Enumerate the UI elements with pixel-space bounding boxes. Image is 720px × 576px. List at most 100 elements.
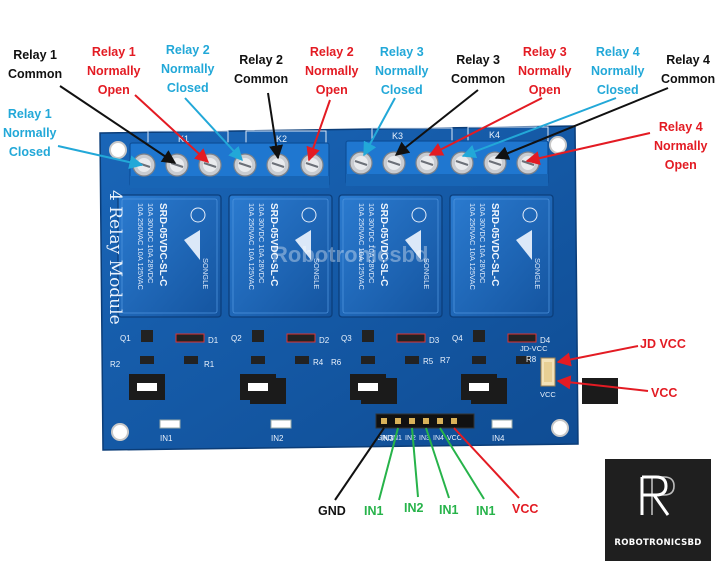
led — [491, 419, 513, 429]
transistor — [473, 330, 485, 342]
screw-slot — [238, 162, 252, 168]
relay-model: SRD-05VDC-SL-C — [268, 203, 279, 286]
relay-bevel — [453, 198, 550, 314]
pin-label: GND — [377, 435, 393, 442]
leader-line — [425, 427, 450, 499]
resistor-b — [295, 356, 309, 364]
relay-rating-2: 10A 30VDC 10A 28VDC — [367, 203, 376, 284]
jd-vcc-jumper — [540, 357, 556, 387]
leader-line — [428, 97, 543, 156]
k2-label: K2 — [276, 134, 287, 144]
leader-line — [461, 97, 617, 159]
leader-lines — [57, 85, 669, 501]
transistor-label: Q3 — [341, 334, 352, 343]
terminal-silkscreen — [147, 126, 549, 146]
resistor-label: R8 — [526, 355, 537, 364]
jd-vcc-silkscreen: JD-VCC — [520, 344, 548, 353]
relay-bevel — [121, 198, 218, 314]
screw-slot — [455, 160, 469, 166]
leader-line — [378, 427, 399, 501]
in1-label-c: IN1 — [476, 504, 496, 518]
led-label: IN1 — [160, 434, 173, 443]
transistor — [141, 330, 153, 342]
relay-rating-2: 10A 30VDC 10A 28VDC — [478, 203, 487, 284]
relay-cqc-mark — [522, 207, 538, 223]
relay-model: SRD-05VDC-SL-C — [489, 203, 500, 286]
led-label: IN2 — [271, 434, 284, 443]
screw-slot — [203, 162, 217, 168]
logo-mark-icon — [640, 475, 675, 516]
relay-brand: SONGLE — [312, 258, 321, 289]
relay-body — [228, 194, 333, 318]
relay-brand: SONGLE — [533, 258, 542, 289]
relay-cqc-mark — [301, 207, 317, 223]
relay-rating-1: 10A 250VAC 10A 125VAC — [468, 203, 477, 290]
screw-slot — [305, 162, 319, 168]
screw-slot — [271, 162, 285, 168]
relay-rating-1: 10A 250VAC 10A 125VAC — [357, 203, 366, 290]
vcc-silkscreen: VCC — [540, 390, 556, 399]
pin-label: IN1 — [391, 435, 402, 442]
in1-label-b: IN1 — [439, 503, 459, 517]
vcc-right-label: VCC — [651, 386, 678, 400]
pin — [437, 418, 443, 424]
leader-line — [184, 97, 243, 162]
diode — [175, 333, 205, 343]
terminal-screws — [132, 151, 540, 177]
leader-line — [57, 145, 144, 170]
transistor-label: Q1 — [120, 334, 131, 343]
relay-rating-1: 10A 250VAC 10A 125VAC — [247, 203, 256, 290]
relay-brand: SONGLE — [201, 258, 210, 289]
diode-label: D3 — [429, 336, 440, 345]
relay-body — [117, 194, 222, 318]
optocoupler-window — [358, 383, 378, 391]
relay-cqc-mark — [411, 207, 427, 223]
resistor-label: R4 — [313, 358, 324, 367]
screw-slot — [387, 160, 401, 166]
leader-line — [334, 427, 385, 501]
pin — [451, 418, 457, 424]
terminal-block-left — [129, 142, 330, 188]
in1-label-a: IN1 — [364, 504, 384, 518]
relay-model: SRD-05VDC-SL-C — [378, 203, 389, 286]
leader-line — [411, 427, 419, 498]
vcc-bottom-label: VCC — [512, 502, 539, 516]
leader-line — [306, 99, 331, 162]
watermark: Robotronicsbd — [272, 242, 428, 267]
leader-line — [439, 427, 485, 500]
relay-model: SRD-05VDC-SL-C — [157, 203, 168, 286]
led — [159, 419, 181, 429]
diode-label: D2 — [319, 336, 330, 345]
diode — [286, 333, 316, 343]
diode — [396, 333, 426, 343]
resistor-a — [361, 356, 375, 364]
relay-cqc-mark — [190, 207, 206, 223]
relay-rating-2: 10A 30VDC 10A 28VDC — [257, 203, 266, 284]
resistor-label: R5 — [423, 357, 434, 366]
pin — [409, 418, 415, 424]
relay-body — [338, 194, 443, 318]
resistor-label: R6 — [331, 358, 342, 367]
relay-rating-1: 10A 250VAC 10A 125VAC — [136, 203, 145, 290]
resistor-b — [405, 356, 419, 364]
relay-logo-mark — [516, 230, 532, 260]
resistor-b — [184, 356, 198, 364]
